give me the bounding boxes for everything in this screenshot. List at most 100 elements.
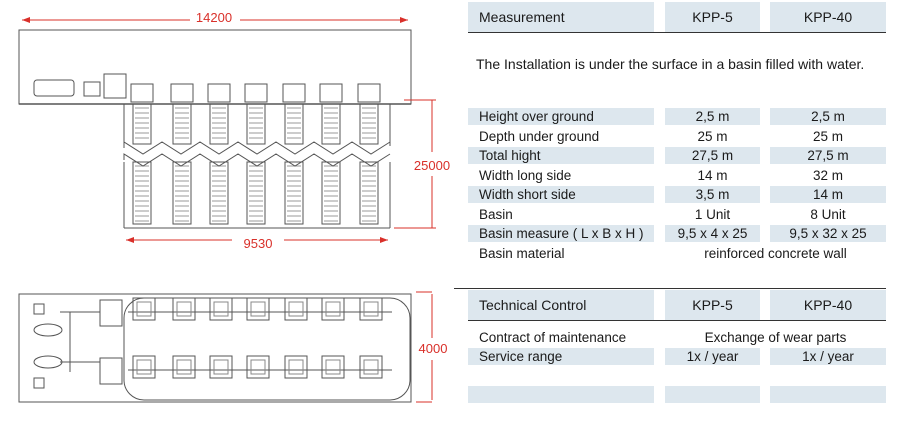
- technical-table: Technical Control KPP-5 KPP-40 Contract …: [454, 288, 888, 408]
- unit-plan: [246, 297, 270, 321]
- unit-head: [282, 83, 306, 103]
- break-line: [123, 153, 391, 167]
- row-kpp5-value: 14 m: [697, 167, 728, 183]
- row-label: Depth under ground: [479, 128, 600, 144]
- row-kpp5-value: 9,5 x 4 x 25: [665, 225, 760, 242]
- valve-plan: [33, 377, 45, 389]
- basin-outline: [123, 297, 411, 401]
- unit-head: [130, 83, 154, 103]
- row-kpp40-value: 25 m: [812, 128, 843, 144]
- unit-plan-inner: [136, 301, 152, 317]
- technical-header-kpp40: KPP-40: [770, 290, 886, 320]
- row-span-value: Exchange of wear parts: [704, 330, 847, 345]
- measurement-header-kpp40: KPP-40: [770, 2, 886, 32]
- technical-header-row: [468, 290, 886, 321]
- measurement-header-label: Measurement: [468, 2, 654, 32]
- unit-shaft-bottom: [284, 161, 304, 225]
- unit-shaft-top: [321, 103, 341, 145]
- dimension-depth: 25000: [414, 158, 450, 173]
- dimension-arrow: [22, 17, 30, 23]
- table-row: Height over ground 2,5 m 2,5 m: [458, 108, 888, 125]
- row-label: Service range: [468, 348, 654, 365]
- unit-plan-inner: [325, 301, 341, 317]
- dimension-basin-width: 9530: [244, 236, 273, 251]
- unit-plan: [172, 355, 196, 379]
- unit-shaft-bottom: [209, 161, 229, 225]
- dimension-arrow: [380, 237, 388, 243]
- row-kpp40-value: 27,5 m: [770, 147, 886, 164]
- unit-plan-inner: [213, 301, 229, 317]
- row-kpp40-value: 2,5 m: [770, 108, 886, 125]
- technical-header-label: Technical Control: [468, 290, 654, 320]
- unit-plan: [284, 297, 308, 321]
- unit-plan-inner: [176, 301, 192, 317]
- unit-plan: [132, 297, 156, 321]
- table-row: Basin 1 Unit 8 Unit: [458, 206, 888, 223]
- elevation-drawing: 14200 9530 25000: [18, 10, 450, 251]
- plan-outline: [18, 293, 412, 403]
- unit-plan: [209, 355, 233, 379]
- unit-head: [319, 83, 343, 103]
- dimension-arrow: [400, 17, 408, 23]
- table-row: Service range 1x / year 1x / year: [458, 348, 888, 365]
- row-kpp5-value: 27,5 m: [665, 147, 760, 164]
- technical-top-rule: [454, 288, 886, 289]
- unit-plan: [359, 297, 383, 321]
- dimension-plan-depth: 4000: [419, 341, 448, 356]
- unit-plan-inner: [288, 301, 304, 317]
- unit-plan-inner: [325, 359, 341, 375]
- table-row: Depth under ground 25 m 25 m: [458, 128, 888, 145]
- row-kpp40-value: 8 Unit: [810, 206, 846, 222]
- unit-head: [244, 83, 268, 103]
- plan-lines: [18, 291, 433, 403]
- unit-plan: [359, 355, 383, 379]
- row-empty: [770, 386, 886, 403]
- plan-drawing: 4000: [18, 291, 448, 403]
- pump: [83, 81, 101, 97]
- row-kpp40-value: 9,5 x 32 x 25: [770, 225, 886, 242]
- unit-shaft-bottom: [172, 161, 192, 225]
- unit-shaft-top: [209, 103, 229, 145]
- tank: [33, 79, 75, 97]
- unit-plan: [246, 355, 270, 379]
- unit-shaft-top: [359, 103, 379, 145]
- drive-unit: [99, 357, 123, 385]
- measurement-header-kpp5: KPP-5: [665, 2, 760, 32]
- unit-plan: [321, 297, 345, 321]
- valve-plan: [33, 303, 45, 315]
- table-row: Basin measure ( L x B x H ) 9,5 x 4 x 25…: [458, 225, 888, 242]
- table-row: Contract of maintenance Exchange of wear…: [458, 329, 888, 346]
- row-kpp5-value: 3,5 m: [665, 186, 760, 203]
- row-span-value: reinforced concrete wall: [704, 245, 847, 261]
- table-row: Basin material reinforced concrete wall: [458, 245, 888, 262]
- dimension-arrow: [126, 237, 134, 243]
- table-row: [458, 367, 888, 384]
- ground-slab: [18, 29, 412, 105]
- tank-plan: [33, 355, 63, 369]
- installation-note: The Installation is under the surface in…: [476, 56, 865, 72]
- row-kpp40-value: 14 m: [770, 186, 886, 203]
- row-label: Basin measure ( L x B x H ): [468, 225, 654, 242]
- table-row: [458, 386, 888, 403]
- measurement-table: Measurement KPP-5 KPP-40: [458, 0, 888, 260]
- unit-plan-inner: [363, 359, 379, 375]
- unit-plan-inner: [250, 359, 266, 375]
- technical-header-kpp5: KPP-5: [665, 290, 760, 320]
- unit-plan-inner: [213, 359, 229, 375]
- unit-plan-inner: [288, 359, 304, 375]
- unit-head: [357, 83, 381, 103]
- unit-shaft-bottom: [132, 161, 152, 225]
- unit-plan: [209, 297, 233, 321]
- row-label: Height over ground: [468, 108, 654, 125]
- unit-plan: [132, 355, 156, 379]
- unit-shaft-bottom: [246, 161, 266, 225]
- elevation-lines: [18, 17, 436, 243]
- row-kpp40-value: 32 m: [812, 167, 843, 183]
- row-label: Basin material: [479, 245, 565, 261]
- measurement-rows: Height over ground 2,5 m 2,5 m Depth und…: [458, 108, 888, 268]
- control-unit: [103, 73, 127, 99]
- unit-shaft-bottom: [359, 161, 379, 225]
- row-kpp5-value: 1 Unit: [694, 206, 731, 222]
- unit-plan: [172, 297, 196, 321]
- break-line: [123, 141, 391, 155]
